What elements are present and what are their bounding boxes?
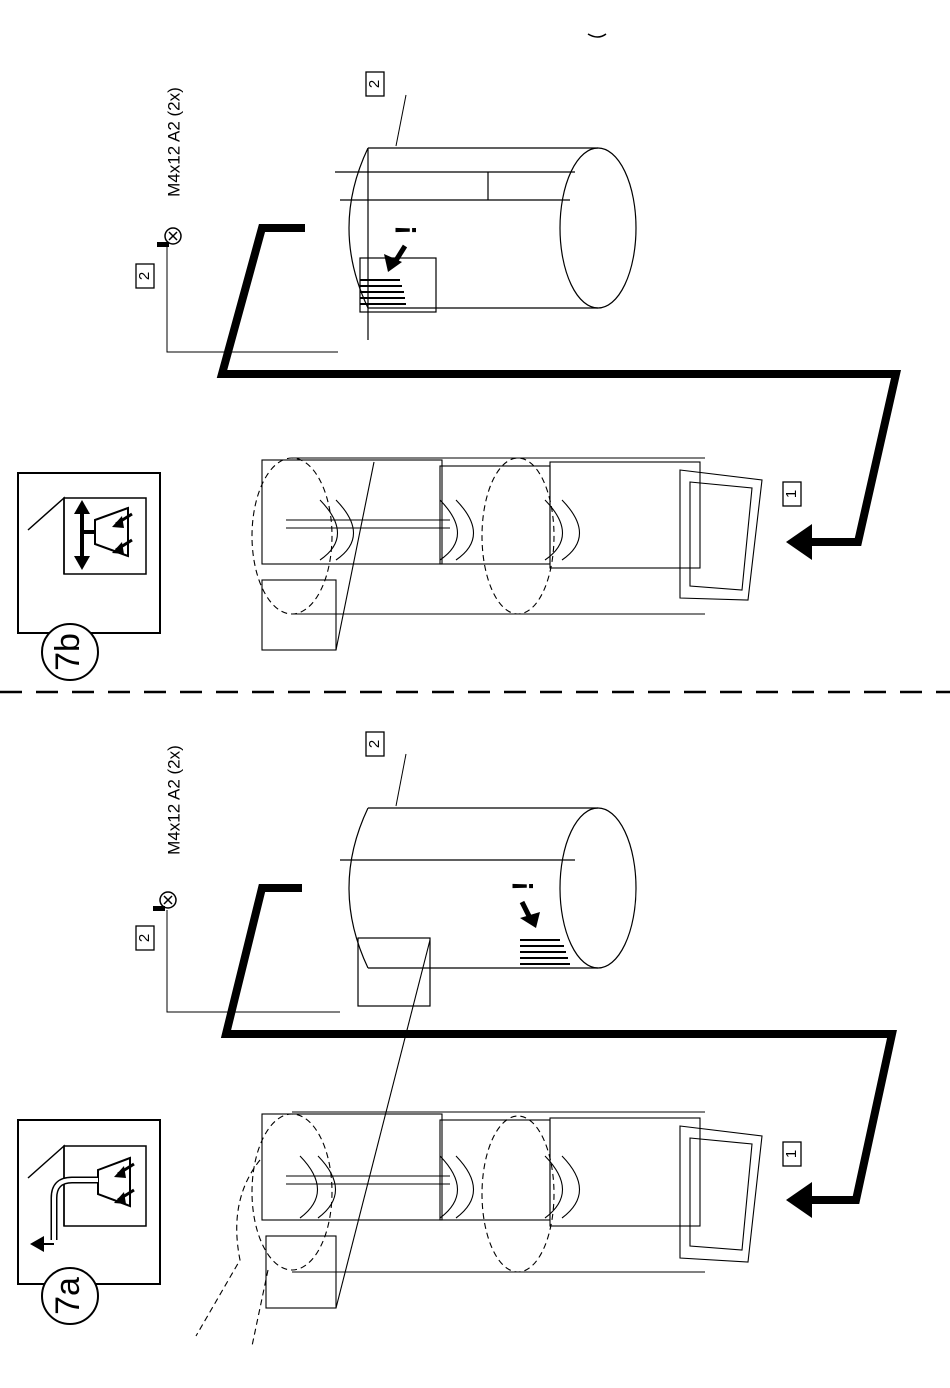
alert-mark-7a: !: [507, 881, 540, 891]
screw-icon: [157, 228, 181, 247]
grille-7b: [360, 280, 406, 304]
step-number-7b: 7b: [49, 633, 87, 671]
grille-7a: [520, 940, 570, 964]
recirculation-hood-icon: [18, 473, 160, 633]
callout-unit-7a: 1: [783, 1142, 801, 1166]
step-number-7a: 7a: [49, 1277, 87, 1315]
insert-arrow-icon: [520, 902, 540, 928]
hood-body-7a: [196, 940, 762, 1346]
callout-unit-7a-text: 1: [783, 1150, 800, 1158]
routing-arrow-7b: [222, 228, 896, 560]
step-label-7b: 7b: [42, 624, 98, 680]
callout-screw-top-7a-text: 2: [366, 740, 383, 748]
insert-arrow-icon: [384, 246, 405, 272]
extraction-hood-icon: [18, 1120, 160, 1284]
callout-screw-top-7b-text: 2: [366, 80, 383, 88]
screw-icon: [153, 892, 176, 911]
screw-spec-7b: M4x12 A2 (2x): [164, 87, 183, 197]
leader-line: [396, 95, 406, 146]
alert-mark-7b: !: [390, 225, 423, 235]
screw-spec-7a: M4x12 A2 (2x): [164, 745, 183, 855]
edge-mark: [588, 34, 606, 37]
callout-unit-7b: 1: [783, 482, 801, 506]
cover-cylinder-7a: [340, 808, 636, 1006]
routing-arrow-7a: [226, 888, 892, 1218]
hood-body-7b: [252, 458, 762, 650]
callout-screw-7a: 2: [136, 926, 154, 950]
callout-screw-top-7b: 2: [366, 72, 384, 96]
callout-screw-7a-text: 2: [136, 934, 153, 942]
step-label-7a: 7a: [42, 1268, 98, 1324]
step-7a: 7a M4x12 A2 (2x) 2 2: [18, 732, 892, 1346]
step-7b: 7b M4x12 A2 (2x) 2 2: [18, 72, 896, 680]
callout-screw-7b: 2: [136, 264, 154, 288]
callout-screw-top-7a: 2: [366, 732, 384, 756]
leader-line: [396, 754, 406, 806]
callout-unit-7b-text: 1: [783, 490, 800, 498]
cover-cylinder-7b: [335, 148, 636, 340]
callout-screw-7b-text: 2: [136, 272, 153, 280]
